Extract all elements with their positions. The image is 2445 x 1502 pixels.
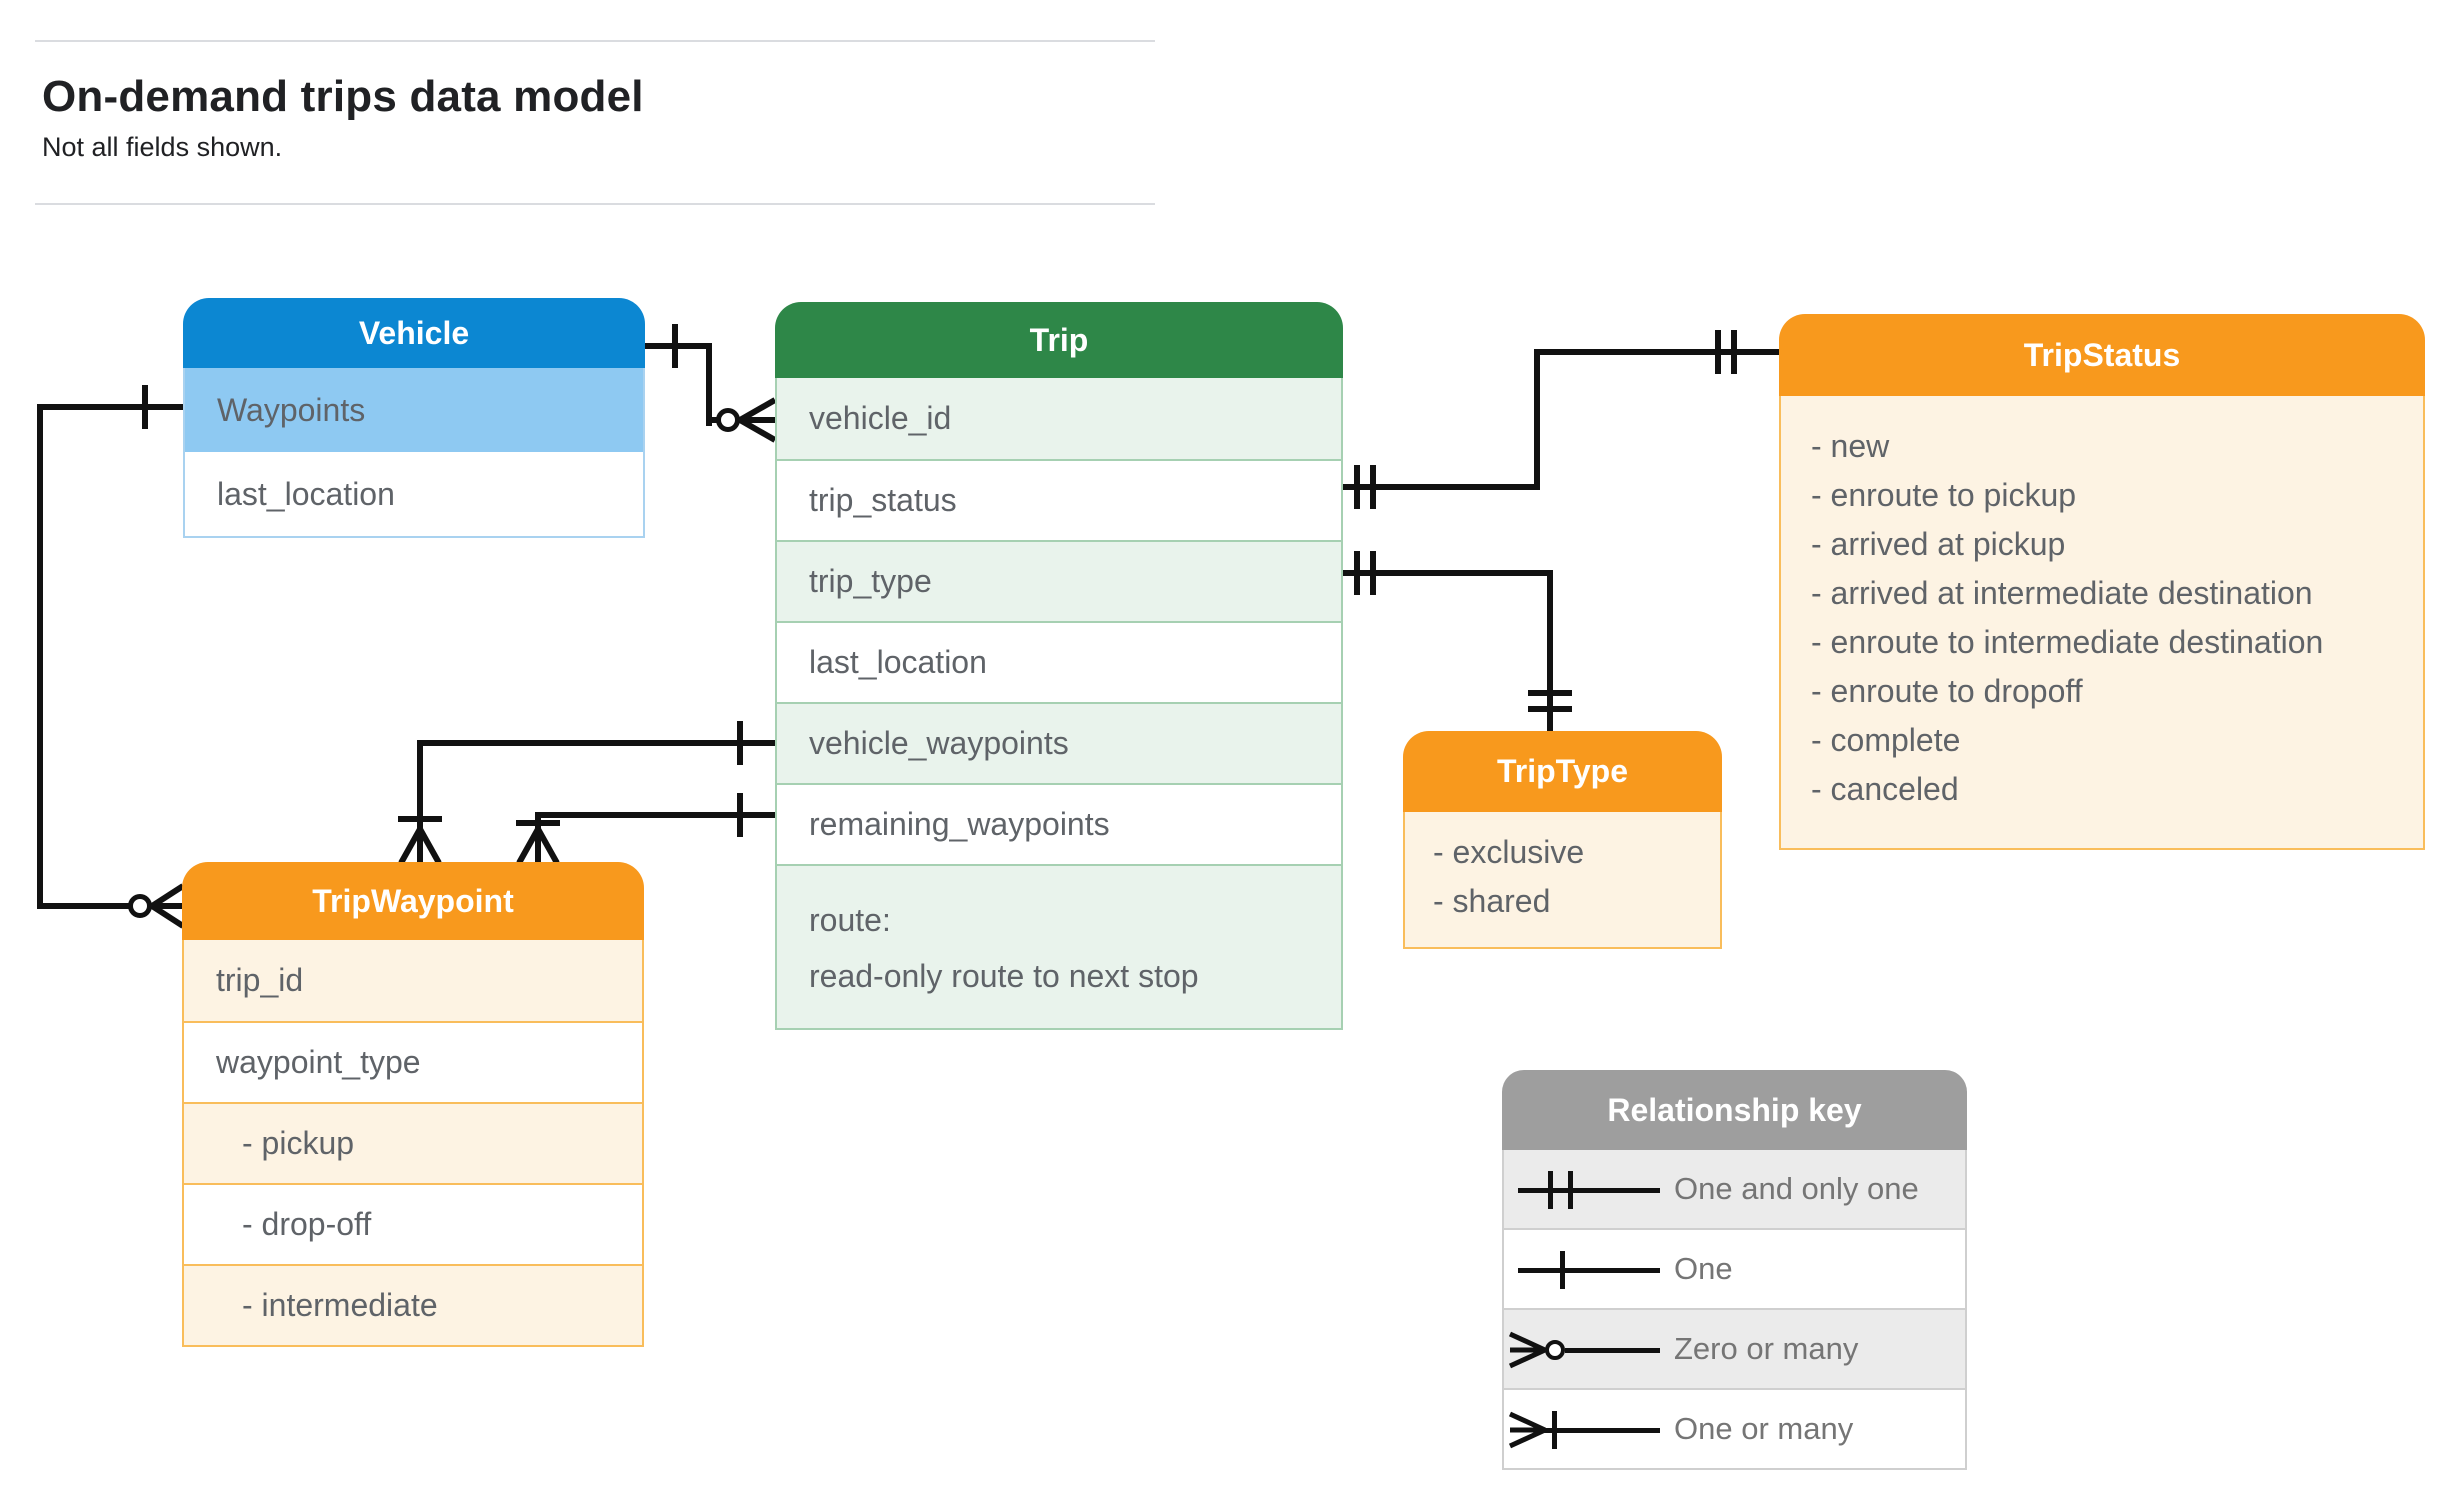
one-and-only-one-icon	[1528, 690, 1572, 696]
line-segment	[535, 812, 778, 818]
bottom-divider	[35, 203, 1155, 205]
enum-item: - arrived at intermediate destination	[1811, 575, 2313, 611]
line-segment	[1534, 349, 1540, 490]
enum-item: - arrived at pickup	[1811, 526, 2066, 562]
legend-label: One and only one	[1674, 1171, 1919, 1206]
entity-tripstatus-title: TripStatus	[1779, 314, 2425, 396]
entity-trip-body: vehicle_id trip_status trip_type last_lo…	[775, 378, 1343, 1030]
zero-circle-icon	[1545, 1340, 1565, 1360]
one-and-only-one-icon	[1370, 551, 1376, 595]
top-divider	[35, 40, 1155, 42]
entity-vehicle: Vehicle Waypoints last_location	[183, 298, 645, 538]
one-and-only-one-icon	[1354, 551, 1360, 595]
field-row: trip_status	[777, 459, 1341, 540]
line-segment	[37, 903, 132, 909]
field-row: last_location	[217, 475, 395, 512]
entity-triptype: TripType - exclusive - shared	[1403, 731, 1722, 949]
line-segment	[37, 404, 183, 410]
entity-tripwaypoint: TripWaypoint trip_id waypoint_type - pic…	[182, 862, 644, 1347]
line-segment	[1534, 349, 1779, 355]
line-segment	[535, 812, 541, 840]
entity-trip: Trip vehicle_id trip_status trip_type la…	[775, 302, 1343, 1030]
legend-label: One	[1674, 1251, 1733, 1286]
one-tick-icon	[672, 324, 678, 368]
zero-circle-icon	[716, 408, 740, 432]
field-row: remaining_waypoints	[777, 783, 1341, 864]
one-tick-icon	[1560, 1251, 1565, 1289]
entity-triptype-title: TripType	[1403, 731, 1722, 812]
line-segment	[1518, 1268, 1660, 1273]
line-segment	[417, 740, 778, 746]
field-row: vehicle_waypoints	[777, 702, 1341, 783]
route-label: route:	[809, 902, 891, 938]
field-row: waypoint_type	[184, 1021, 642, 1102]
line-segment	[1518, 1188, 1660, 1193]
enum-item: - complete	[1811, 722, 1961, 758]
entity-tripstatus: TripStatus - new - enroute to pickup - a…	[1779, 314, 2425, 850]
one-and-only-one-icon	[1731, 330, 1737, 374]
enum-item: - shared	[1433, 883, 1551, 919]
one-tick-icon	[516, 820, 560, 826]
crow-foot-icon	[1508, 1331, 1546, 1369]
crow-foot-icon	[398, 828, 442, 864]
one-tick-icon	[737, 793, 743, 837]
entity-vehicle-title: Vehicle	[183, 298, 645, 368]
relationship-key-title: Relationship key	[1502, 1070, 1967, 1150]
line-segment	[417, 740, 423, 836]
crow-foot-icon	[516, 828, 560, 864]
enum-row: - drop-off	[184, 1183, 642, 1264]
zero-circle-icon	[128, 894, 152, 918]
line-segment	[706, 417, 720, 423]
relationship-key: Relationship key One and only one One Ze…	[1502, 1070, 1967, 1470]
line-segment	[706, 343, 712, 426]
enum-item: - canceled	[1811, 771, 1959, 807]
one-and-only-one-icon	[1528, 706, 1572, 712]
enum-item: - enroute to dropoff	[1811, 673, 2083, 709]
enum-item: - enroute to pickup	[1811, 477, 2077, 513]
enum-item: - enroute to intermediate destination	[1811, 624, 2324, 660]
crow-foot-icon	[739, 397, 776, 443]
field-row: trip_type	[777, 540, 1341, 621]
field-row: Waypoints	[185, 368, 643, 452]
one-tick-icon	[737, 721, 743, 765]
route-description: read-only route to next stop	[809, 958, 1199, 994]
legend-row: One or many	[1502, 1390, 1967, 1470]
one-and-only-one-icon	[1548, 1171, 1553, 1209]
entity-vehicle-body: Waypoints last_location	[183, 368, 645, 538]
entity-tripstatus-body: - new - enroute to pickup - arrived at p…	[1779, 396, 2425, 850]
line-segment	[1541, 1428, 1660, 1433]
line-segment	[1343, 570, 1550, 576]
one-and-only-one-icon	[1715, 330, 1721, 374]
line-segment	[1343, 484, 1540, 490]
entity-triptype-body: - exclusive - shared	[1403, 812, 1722, 949]
enum-row: - intermediate	[184, 1264, 642, 1345]
one-tick-icon	[142, 385, 148, 429]
legend-row: Zero or many	[1502, 1310, 1967, 1390]
line-segment	[1547, 570, 1553, 731]
one-and-only-one-icon	[1370, 465, 1376, 509]
field-row: vehicle_id	[777, 378, 1341, 459]
entity-tripwaypoint-body: trip_id waypoint_type - pickup - drop-of…	[182, 940, 644, 1347]
legend-row: One	[1502, 1230, 1967, 1310]
entity-tripwaypoint-title: TripWaypoint	[182, 862, 644, 940]
line-segment	[1565, 1348, 1660, 1353]
enum-row: - pickup	[184, 1102, 642, 1183]
enum-item: - new	[1811, 428, 1890, 464]
one-and-only-one-icon	[1568, 1171, 1573, 1209]
line-segment	[37, 404, 43, 909]
one-tick-icon	[398, 816, 442, 822]
entity-trip-title: Trip	[775, 302, 1343, 378]
one-and-only-one-icon	[1354, 465, 1360, 509]
legend-label: One or many	[1674, 1411, 1854, 1446]
page-title: On-demand trips data model	[42, 72, 644, 121]
field-row: trip_id	[184, 940, 642, 1021]
legend-row: One and only one	[1502, 1150, 1967, 1230]
field-row-route: route: read-only route to next stop	[777, 864, 1341, 1028]
page-subtitle: Not all fields shown.	[42, 132, 283, 162]
legend-label: Zero or many	[1674, 1331, 1859, 1366]
crow-foot-icon	[151, 883, 184, 929]
crow-foot-icon	[1508, 1411, 1546, 1449]
field-row: last_location	[777, 621, 1341, 702]
enum-item: - exclusive	[1433, 834, 1585, 870]
